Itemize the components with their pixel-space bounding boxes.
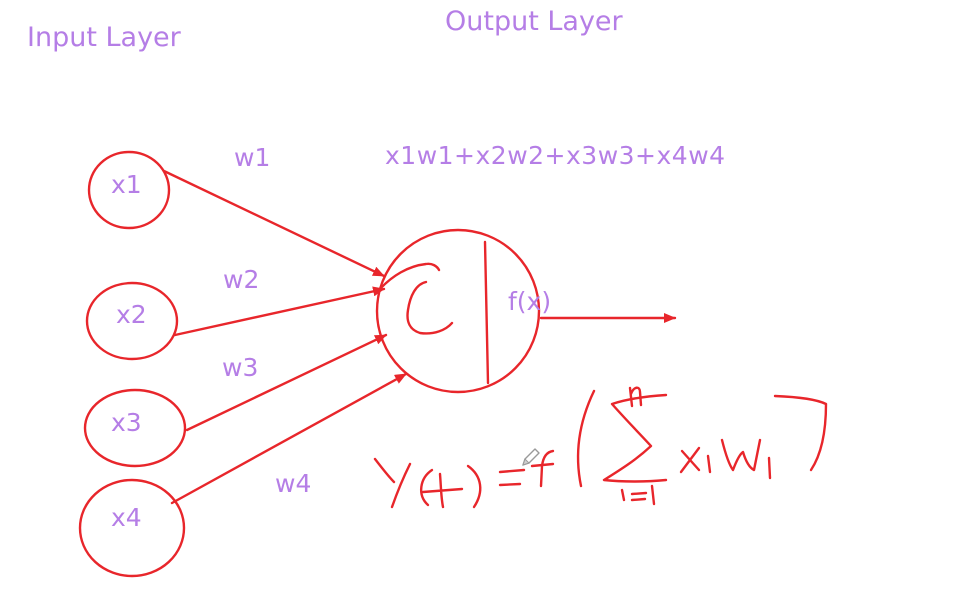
weight-label-w3: w3 [222,353,259,382]
input-label-x4: x4 [111,503,142,532]
handwritten-equation [373,386,828,509]
input-node-x2 [85,281,179,361]
weighted-sum-formula: x1w1+x2w2+x3w3+x4w4 [385,141,726,170]
connection-x2 [173,286,386,337]
input-layer-title: Input Layer [27,22,181,53]
connection-x1 [162,169,386,278]
connection-x4 [170,372,408,505]
weight-label-w4: w4 [275,469,312,498]
output-layer-title: Output Layer [445,6,623,37]
input-node-x3 [83,388,187,468]
neuron-divider [483,240,490,385]
weight-label-w2: w2 [223,265,260,294]
input-node-x1 [87,150,171,230]
pencil-cursor-icon [522,448,540,466]
input-label-x2: x2 [116,300,147,329]
input-node-x4 [78,478,186,578]
sigma-glyph [378,262,454,335]
input-label-x3: x3 [111,408,142,437]
input-label-x1: x1 [111,170,142,199]
weight-label-w1: w1 [234,143,271,172]
connection-x3 [185,333,388,432]
activation-function-label: f(x) [508,287,552,316]
output-neuron [375,228,541,394]
